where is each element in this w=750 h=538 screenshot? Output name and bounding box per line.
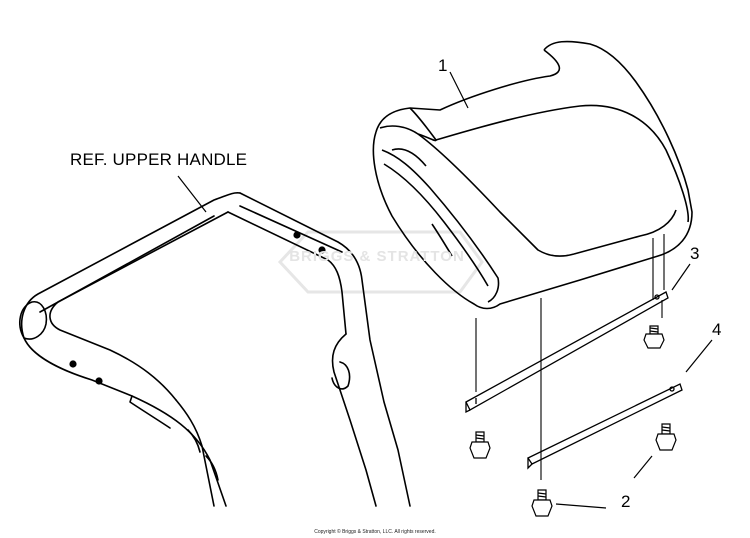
bolt-c — [655, 423, 677, 451]
copyright-notice: Copyright © Briggs & Stratton, LLC. All … — [314, 529, 436, 535]
bolt-a — [643, 325, 665, 349]
flange-bolts — [469, 325, 677, 517]
assembly-lines — [475, 234, 665, 480]
watermark-text: BRIGGS & STRATTON — [289, 248, 465, 265]
handle-mount-holes — [69, 231, 326, 385]
ref-upper-handle-label: REF. UPPER HANDLE — [70, 150, 248, 169]
console-cover — [372, 40, 693, 310]
callout-leaders — [555, 263, 713, 509]
callout-3-label: 3 — [690, 244, 700, 263]
ref-handle-leader — [177, 175, 207, 213]
bolt-b — [469, 431, 491, 459]
callout-2-label: 2 — [621, 492, 631, 511]
callout-4-label: 4 — [712, 320, 722, 339]
bolt-d — [531, 489, 553, 517]
strap-3 — [465, 291, 669, 414]
strap-4 — [527, 383, 683, 470]
upper-handle — [19, 192, 411, 507]
watermark-emblem — [277, 230, 484, 294]
callout-1-label: 1 — [438, 56, 448, 75]
callout-1-leader — [449, 71, 469, 109]
